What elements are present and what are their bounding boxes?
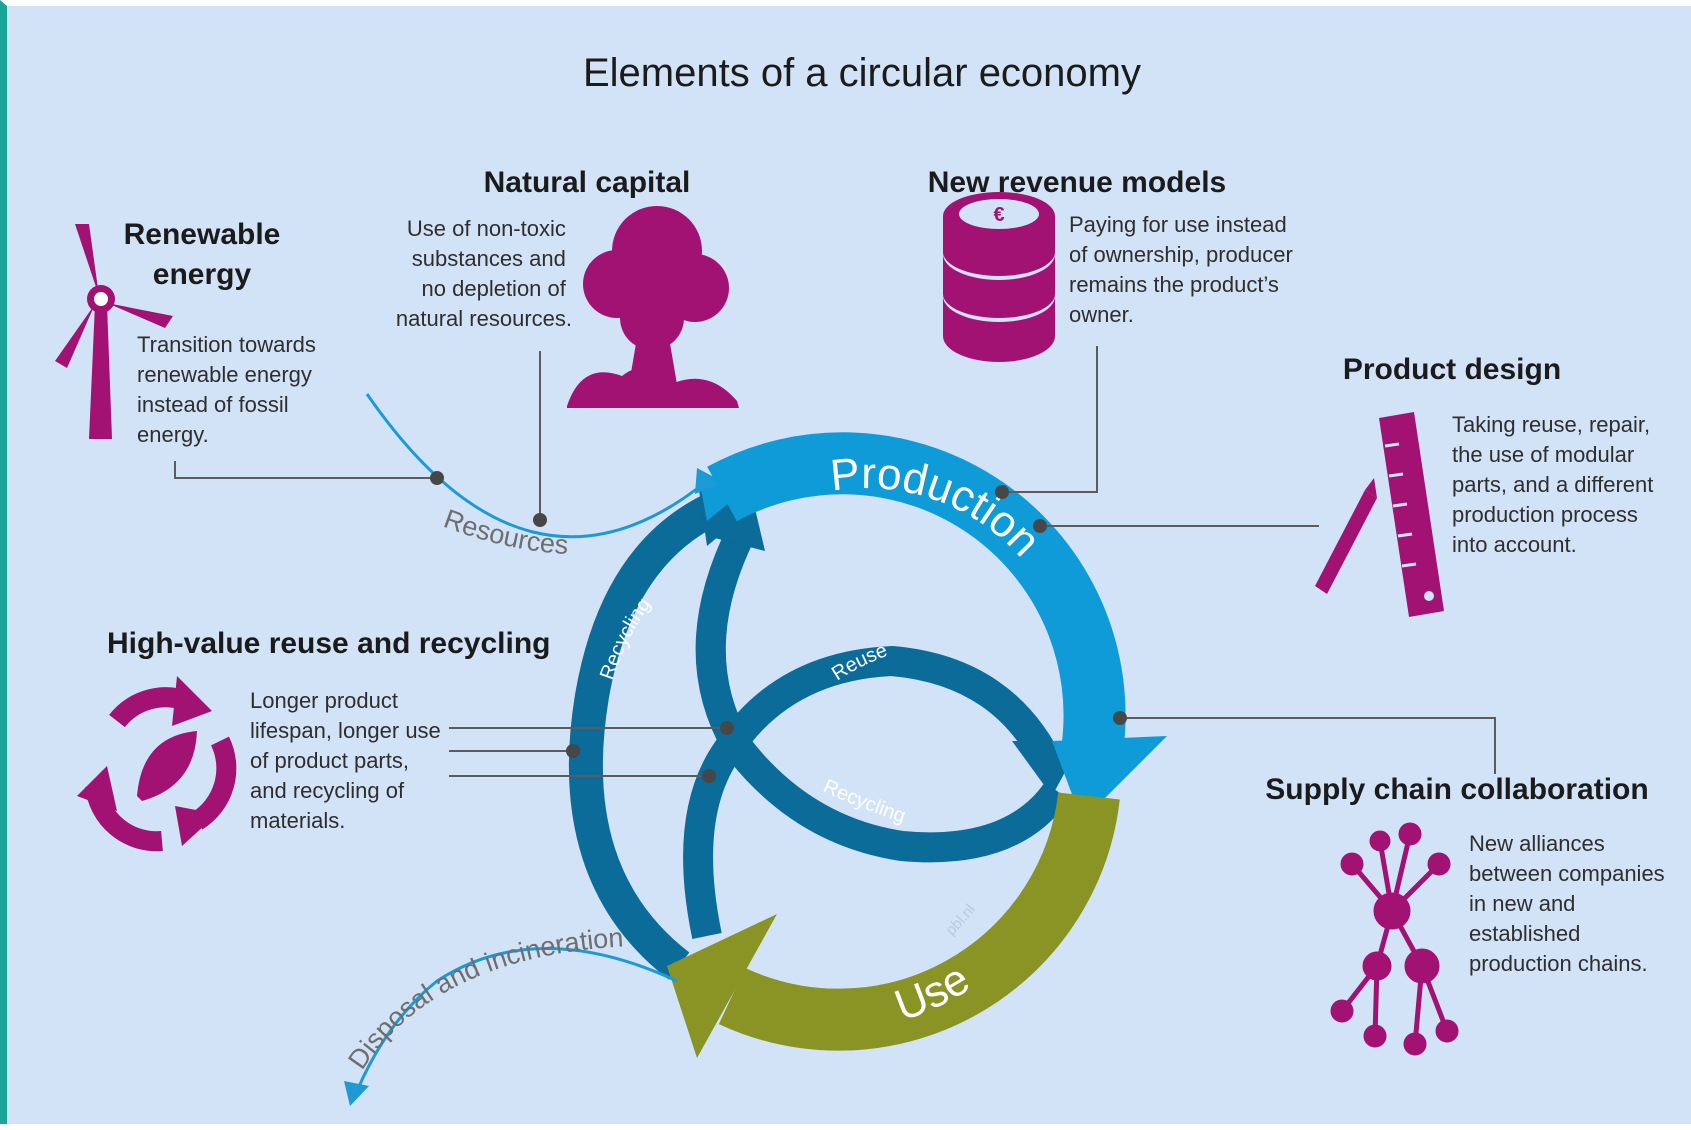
- renewable-energy-desc: Transition towards renewable energy inst…: [137, 332, 322, 447]
- disposal-label: Disposal and incineration: [342, 922, 624, 1074]
- cycle-diagram: Production Use Recycling Reuse Recycling…: [568, 432, 1167, 1058]
- credit-label: pbl.nl: [943, 901, 979, 939]
- euro-coins-icon: €: [943, 192, 1055, 362]
- high-value-reuse-section: High-value reuse and recycling Longer pr…: [77, 627, 550, 852]
- new-revenue-models-title: New revenue models: [928, 166, 1226, 199]
- inner-reuse-loop: [683, 645, 1066, 940]
- new-revenue-models-desc: Paying for use instead of ownership, pro…: [1069, 212, 1299, 327]
- circular-economy-diagram: Elements of a circular economy Productio…: [55, 51, 1671, 1106]
- disposal-flow-line: [355, 947, 678, 1092]
- renewable-energy-title-line2: energy: [153, 258, 252, 291]
- product-design-title: Product design: [1343, 353, 1561, 386]
- outer-recycling-arc: [568, 490, 727, 980]
- resources-arrowhead: [695, 468, 719, 494]
- product-design-desc: Taking reuse, repair, the use of modular…: [1452, 412, 1660, 557]
- renewable-energy-title-line1: Renewable: [124, 218, 281, 251]
- production-arc: [707, 432, 1126, 756]
- natural-capital-title: Natural capital: [484, 166, 691, 199]
- supply-chain-title: Supply chain collaboration: [1265, 773, 1648, 806]
- high-value-reuse-desc: Longer product lifespan, longer use of p…: [250, 688, 447, 833]
- connector-lines: [174, 346, 1496, 783]
- tree-icon: [567, 206, 739, 408]
- natural-capital-section: Natural capital Use of non-toxic substan…: [396, 166, 739, 408]
- resources-label: Resources: [440, 504, 569, 561]
- disposal-arrowhead: [344, 1081, 369, 1106]
- supply-chain-desc: New alliances between companies in new a…: [1469, 831, 1671, 976]
- svg-text:€: €: [993, 204, 1004, 226]
- resources-flow-line: [365, 393, 708, 539]
- recycle-leaf-icon: [77, 676, 237, 852]
- high-value-reuse-title: High-value reuse and recycling: [107, 627, 550, 660]
- page-title: Elements of a circular economy: [583, 51, 1141, 95]
- new-revenue-models-section: New revenue models € Paying for use inst…: [928, 166, 1299, 362]
- natural-capital-desc: Use of non-toxic substances and no deple…: [396, 216, 572, 331]
- use-arc: [718, 792, 1120, 1051]
- renewable-energy-section: Renewable energy Transition towards rene…: [55, 218, 322, 447]
- ruler-pencil-icon: [1315, 412, 1444, 617]
- inner-recycling-loop: [695, 524, 1070, 863]
- use-arrowhead: [667, 914, 777, 1058]
- product-design-section: Product design Taking reuse, repair, the…: [1315, 353, 1660, 617]
- network-nodes-icon: [1330, 822, 1459, 1056]
- supply-chain-section: Supply chain collaboration New a: [1265, 773, 1671, 1056]
- wind-turbine-icon: [55, 224, 173, 439]
